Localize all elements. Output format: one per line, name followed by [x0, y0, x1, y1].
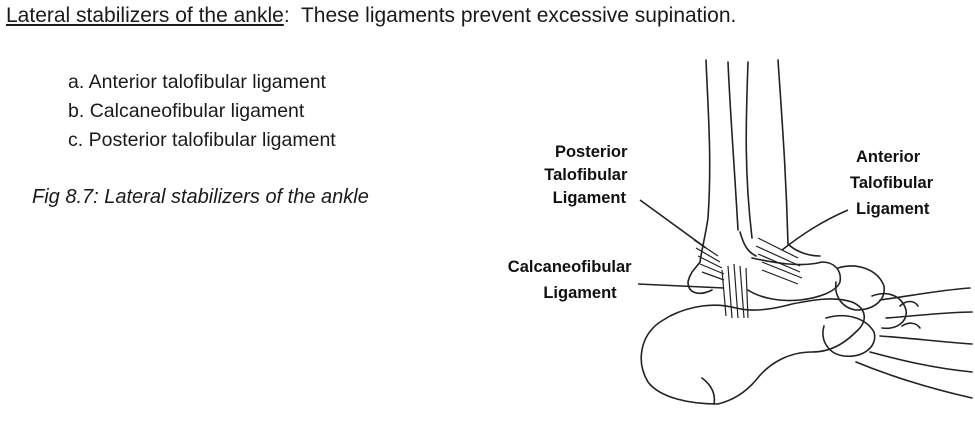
list-text: Anterior talofibular ligament: [88, 71, 326, 93]
figure-caption: Fig 8.7: Lateral stabilizers of the ankl…: [32, 186, 369, 208]
list-text: Posterior talofibular ligament: [88, 129, 336, 151]
anterior-label-line: Ligament: [856, 200, 930, 218]
list-item: c. Posterior talofibular ligament: [68, 126, 336, 155]
list-item: a. Anterior talofibular ligament: [68, 68, 336, 97]
fibula-outline: [699, 59, 711, 263]
heading-topic: Lateral stabilizers of the ankle: [6, 4, 284, 27]
heading-description: These ligaments prevent excessive supina…: [300, 4, 737, 27]
anterior-talofibular-ligament: [755, 237, 803, 285]
posterior-leader-line: [639, 199, 707, 249]
page-heading: Lateral stabilizers of the ankle: These …: [6, 4, 736, 28]
calcaneofibular-label: Calcaneofibular Ligament: [508, 258, 636, 302]
list-marker: c.: [68, 129, 84, 151]
posterior-label-line: Talofibular: [544, 166, 628, 184]
list-marker: a.: [68, 71, 85, 93]
anterior-label: Anterior Talofibular Ligament: [850, 148, 938, 218]
calcaneofibular-ligament: [721, 263, 749, 319]
posterior-label-line: Ligament: [553, 189, 627, 207]
navicular-outline: [834, 265, 885, 311]
calcaneofibular-label-line: Ligament: [543, 284, 617, 302]
ligament-list: a. Anterior talofibular ligament b. Calc…: [68, 68, 336, 155]
posterior-label-line: Posterior: [555, 143, 628, 161]
metatarsal-outline: [879, 287, 971, 301]
talus-outline: [747, 257, 842, 302]
tibia-outline: [745, 61, 753, 239]
list-item: b. Calcaneofibular ligament: [68, 97, 336, 126]
heading-colon: :: [283, 4, 290, 27]
list-marker: b.: [68, 100, 85, 122]
posterior-talofibular-ligament: [693, 239, 725, 281]
anterior-label-line: Anterior: [856, 148, 921, 166]
posterior-label: Posterior Talofibular Ligament: [544, 143, 632, 207]
calcaneofibular-label-line: Calcaneofibular: [508, 258, 632, 276]
list-text: Calcaneofibular ligament: [89, 100, 305, 122]
anterior-leader-line: [781, 209, 849, 251]
calcaneofibular-leader-line: [637, 283, 725, 289]
anterior-label-line: Talofibular: [850, 174, 934, 192]
calcaneus-outline: [640, 298, 865, 405]
